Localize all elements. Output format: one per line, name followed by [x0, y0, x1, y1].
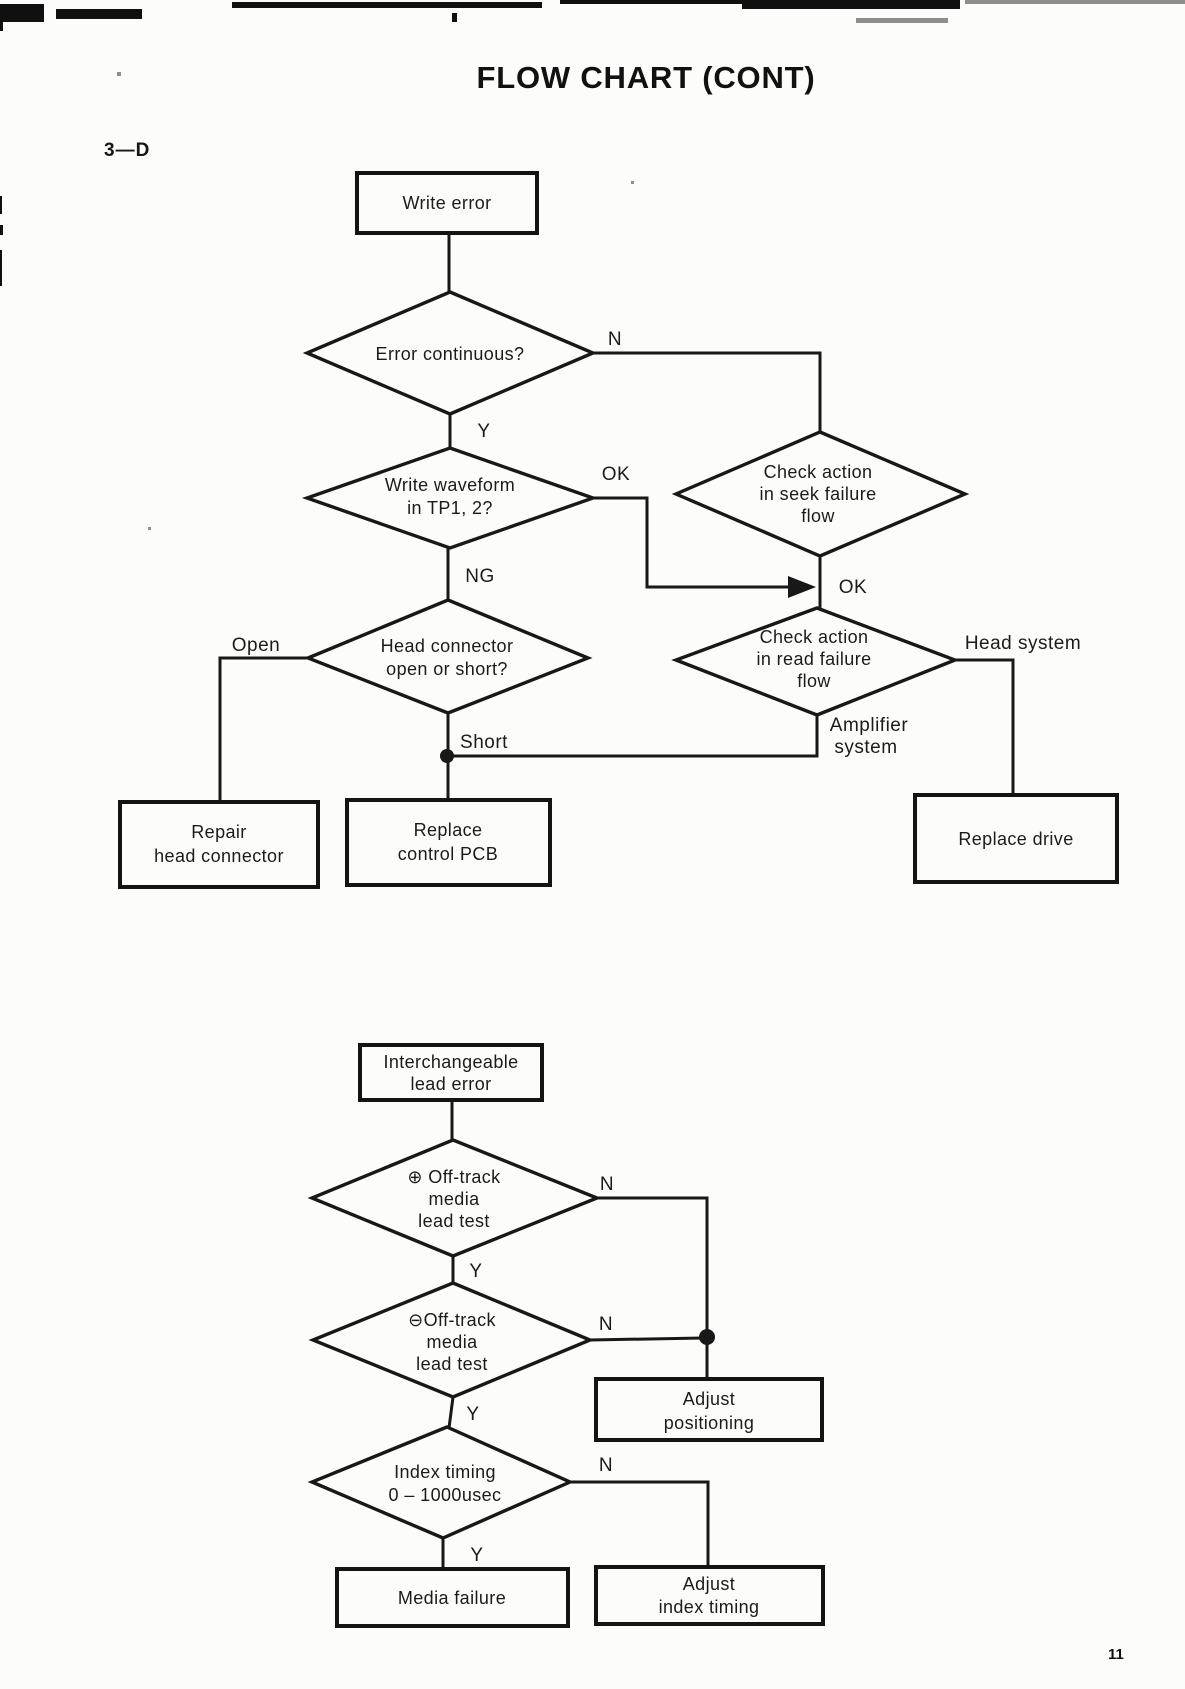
node-repair-line2: head connector: [154, 846, 284, 866]
scan-artifacts: [0, 0, 1185, 530]
scan-artifact: [560, 0, 742, 4]
scan-artifact-speck: [631, 181, 634, 184]
node-repair-line1: Repair: [191, 822, 246, 842]
node-write-error-label: Write error: [402, 193, 491, 213]
connector-ok-elbow: [593, 496, 800, 589]
node-write-error: [355, 171, 539, 235]
connector-open: [218, 656, 308, 804]
decision-seek-failure-line2: in seek failure: [759, 484, 876, 504]
connector-amplifier-system: [447, 715, 819, 758]
decision-head-connector-line2: open or short?: [386, 659, 508, 679]
flowchart-interchangeable-lead-error: Interchangeable lead error ⊕ Off-track m…: [307, 1043, 825, 1628]
edge-label-amplifier-line1: Amplifier: [830, 715, 909, 736]
node-adjust-positioning-line1: Adjust: [683, 1389, 735, 1409]
scan-artifact: [0, 5, 3, 31]
decision-write-waveform: [301, 446, 599, 550]
decision-minus-offtrack-line3: lead test: [416, 1354, 488, 1374]
edge-label-ok-waveform: OK: [602, 464, 630, 485]
decision-index-timing-line1: Index timing: [394, 1462, 496, 1482]
decision-read-failure-line1: Check action: [760, 627, 869, 647]
node-replace-drive: [913, 793, 1119, 884]
scan-artifact: [965, 0, 1185, 4]
scan-artifact: [742, 0, 960, 9]
edge-label-y1: Y: [469, 1261, 482, 1282]
edge-label-n: N: [608, 329, 622, 350]
edge-label-y3: Y: [470, 1545, 483, 1566]
decision-index-timing-line2: 0 – 1000usec: [389, 1485, 502, 1505]
scan-artifact: [232, 2, 542, 8]
decision-index-timing: [307, 1425, 575, 1540]
edge-label-open: Open: [232, 635, 280, 656]
connector-n1: [597, 1196, 709, 1332]
scan-artifact: [0, 225, 3, 235]
edge-label-short: Short: [460, 732, 508, 753]
node-adjust-index-timing: [594, 1565, 825, 1626]
node-adjust-positioning: [594, 1377, 824, 1442]
decision-write-waveform-line1: Write waveform: [385, 475, 515, 495]
connector-n2: [589, 1336, 704, 1342]
decision-read-failure-line3: flow: [797, 671, 831, 691]
node-interchangeable-line2: lead error: [410, 1074, 491, 1094]
decision-error-continuous-label: Error continuous?: [376, 344, 525, 364]
node-replace-control-pcb: [345, 798, 552, 887]
node-repair-head-connector: [118, 800, 320, 889]
decision-read-failure-line2: in read failure: [756, 649, 871, 669]
arrow-head-icon: [788, 576, 816, 598]
decision-plus-offtrack-line3: lead test: [418, 1211, 490, 1231]
edge-label-y2: Y: [466, 1404, 479, 1425]
node-media-failure: [335, 1567, 570, 1628]
flowchart-write-error: Write error Error continuous? N Y Write …: [118, 171, 1119, 889]
edge-label-n3: N: [599, 1455, 613, 1476]
decision-seek-failure-line1: Check action: [764, 462, 873, 482]
decision-plus-offtrack-line1: ⊕ Off-track: [407, 1167, 501, 1187]
scan-artifact: [0, 196, 2, 214]
node-replace-drive-label: Replace drive: [958, 829, 1073, 849]
connector-y2-down: [447, 1396, 455, 1429]
page-number: 11: [1108, 1646, 1124, 1663]
scan-artifact-speck: [452, 13, 457, 22]
connector-n3: [570, 1480, 710, 1568]
node-media-failure-label: Media failure: [398, 1588, 506, 1608]
connector-head-system: [955, 658, 1015, 797]
scan-artifact-speck: [148, 527, 151, 530]
edge-label-ng: NG: [465, 566, 495, 587]
node-interchangeable-line1: Interchangeable: [383, 1052, 518, 1072]
edge-label-y: Y: [477, 421, 490, 442]
section-label: 3—D: [104, 140, 150, 161]
node-adjust-positioning-line2: positioning: [664, 1413, 754, 1433]
edge-label-ok-junction: OK: [839, 577, 867, 598]
scan-artifact: [56, 9, 142, 19]
connector-n-to-seek: [593, 351, 822, 434]
scan-artifact: [0, 4, 44, 22]
decision-minus-offtrack-line2: media: [426, 1332, 478, 1352]
scan-artifact-speck: [117, 72, 121, 76]
decision-head-connector: [303, 598, 593, 715]
node-adjust-index-line1: Adjust: [683, 1574, 735, 1594]
decision-seek-failure-line3: flow: [801, 506, 835, 526]
scan-artifact: [856, 18, 948, 23]
node-adjust-index-line2: index timing: [659, 1597, 760, 1617]
edge-label-n1: N: [600, 1174, 614, 1195]
edge-label-head-system: Head system: [965, 633, 1081, 654]
decision-plus-offtrack-line2: media: [428, 1189, 480, 1209]
decision-write-waveform-line2: in TP1, 2?: [407, 498, 493, 518]
decision-head-connector-line1: Head connector: [381, 636, 514, 656]
decision-minus-offtrack-line1: ⊖Off-track: [408, 1310, 496, 1330]
scan-artifact: [0, 250, 2, 286]
page-title: FLOW CHART (CONT): [476, 60, 815, 95]
edge-label-amplifier-line2: system: [834, 737, 897, 758]
edge-label-n2: N: [599, 1314, 613, 1335]
node-replace-pcb-line2: control PCB: [398, 844, 498, 864]
node-replace-pcb-line1: Replace: [414, 820, 483, 840]
